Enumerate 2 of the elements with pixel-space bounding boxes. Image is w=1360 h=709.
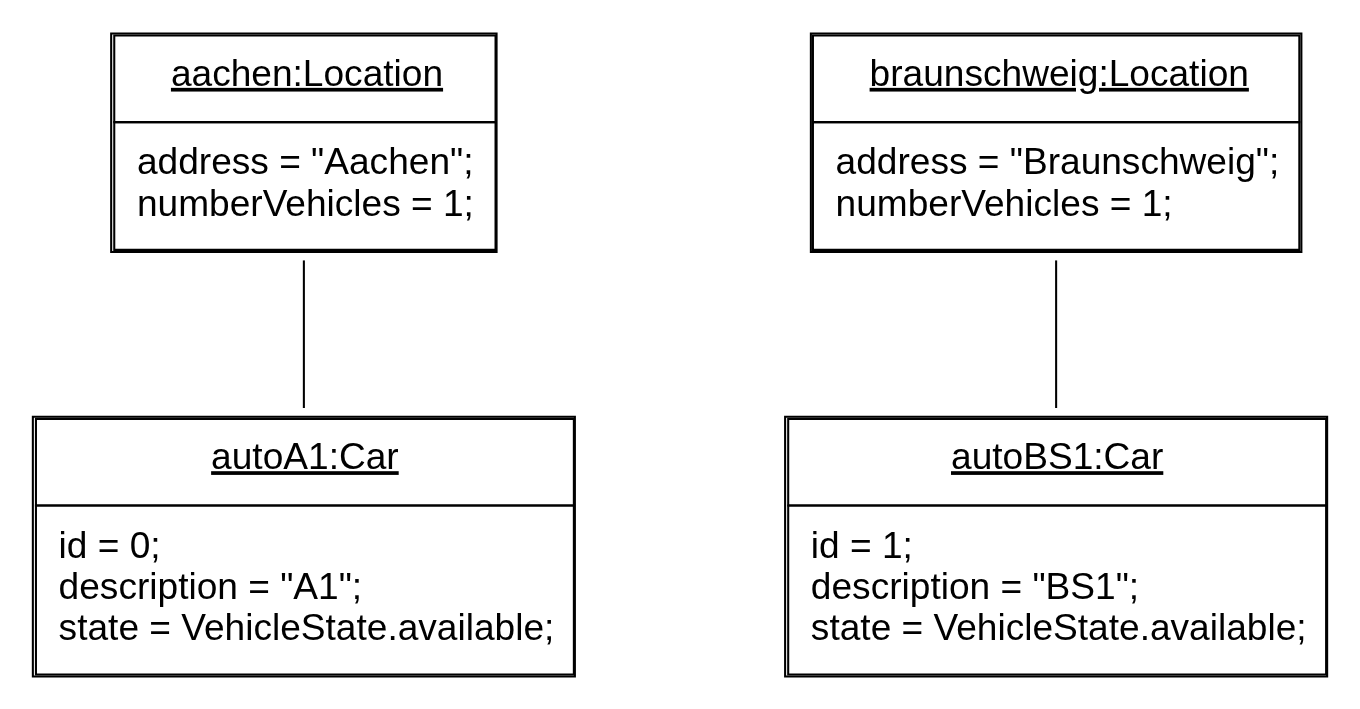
connector	[1055, 259, 1058, 408]
connector	[302, 259, 305, 408]
